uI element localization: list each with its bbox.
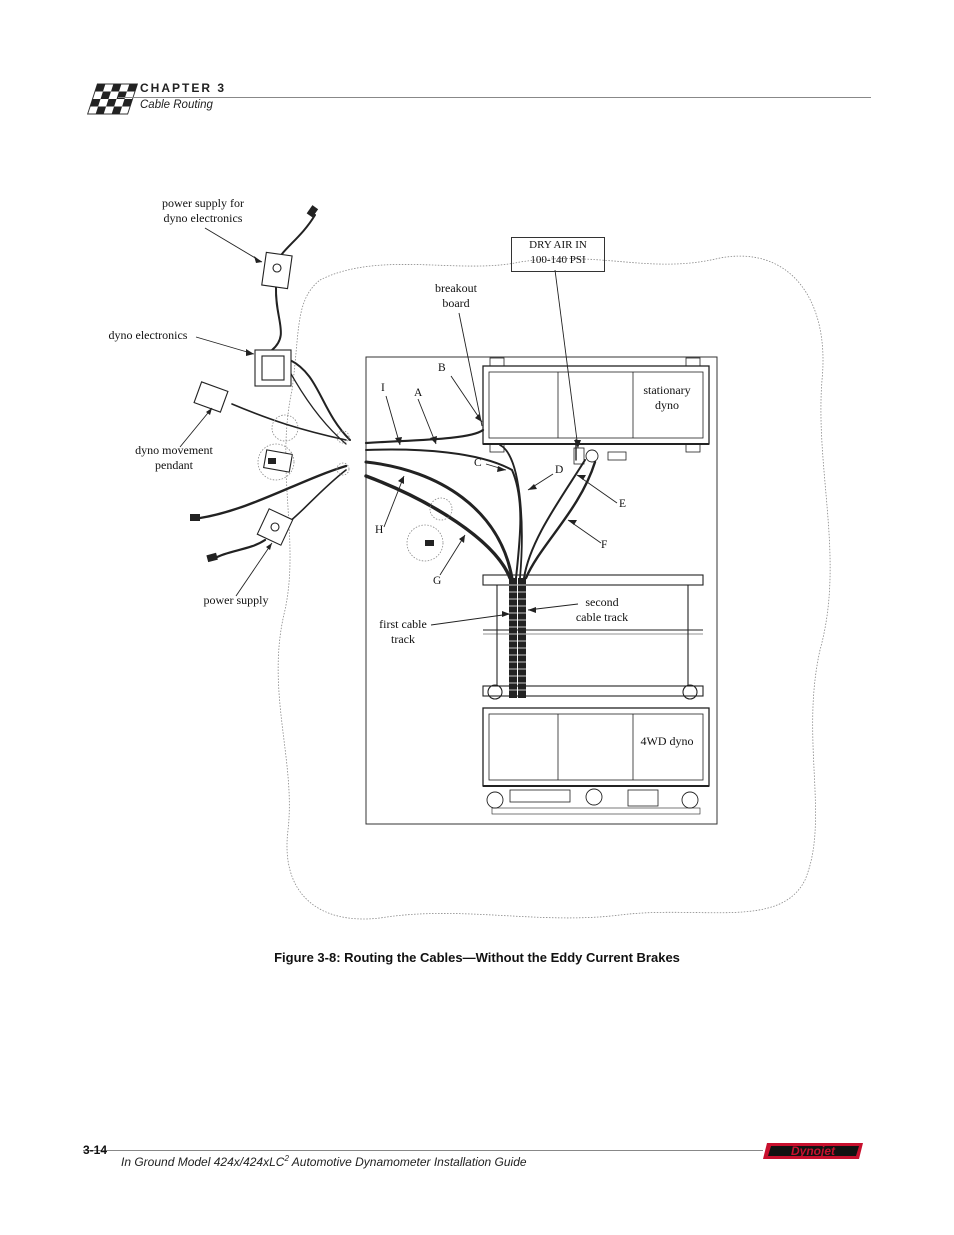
figure-caption: Figure 3-8: Routing the Cables—Without t… <box>274 950 680 965</box>
fourwd-dyno <box>482 707 710 815</box>
letter-b: B <box>438 362 446 374</box>
brand-text: Dynojet <box>791 1144 836 1158</box>
cables <box>364 428 597 580</box>
label-power-supply: power supply <box>203 593 269 607</box>
stationary-dyno <box>482 357 710 465</box>
label-power-supply-electronics: power supply for dyno electronics <box>162 196 244 225</box>
label-4wd-dyno: 4WD dyno <box>640 734 694 748</box>
letter-g: G <box>433 575 442 587</box>
letter-f: F <box>601 539 608 551</box>
letter-h: H <box>375 524 384 536</box>
letter-c: C <box>474 457 482 469</box>
label-second-cable-track: second cable track <box>575 595 629 624</box>
leader-arrowheads <box>206 256 586 617</box>
letter-d: D <box>555 464 564 476</box>
leader-lines <box>179 227 618 626</box>
label-stationary-dyno: stationary dyno <box>643 383 691 412</box>
label-breakout-board: breakout board <box>435 281 477 310</box>
track-frame <box>482 574 704 700</box>
outside-devices <box>193 251 294 546</box>
plug-ends <box>190 205 434 563</box>
cable-track-chains <box>509 578 526 698</box>
footer-rule <box>83 1150 763 1151</box>
header-rule <box>118 97 871 98</box>
dotted-callouts <box>257 414 453 562</box>
letter-i: I <box>381 382 385 394</box>
label-dyno-electronics: dyno electronics <box>108 328 188 342</box>
chapter-heading: CHAPTER 3 <box>140 81 227 95</box>
dry-air-box: DRY AIR IN 100-140 PSI <box>511 237 605 272</box>
letter-e: E <box>619 498 627 510</box>
dyno-frame <box>365 356 718 825</box>
dynojet-logo: Dynojet <box>763 1143 863 1159</box>
label-dyno-movement-pendant: dyno movement pendant <box>135 443 213 472</box>
letter-a: A <box>414 387 423 399</box>
section-title: Cable Routing <box>140 99 213 111</box>
page-number: 3-14 <box>83 1143 108 1157</box>
guide-title: In Ground Model 424x/424xLC2 Automotive … <box>121 1154 527 1169</box>
label-first-cable-track: first cable track <box>379 617 427 646</box>
pit-outline <box>277 255 831 920</box>
